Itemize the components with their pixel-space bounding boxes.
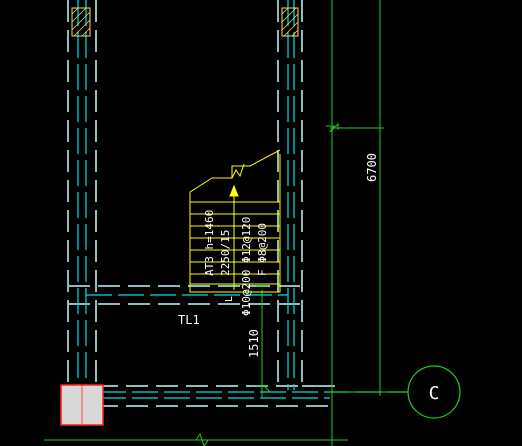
top-column-stubs [71, 7, 299, 37]
walls [67, 0, 335, 407]
stair-annotation-line2: 2250/15 [219, 230, 232, 276]
stair-direction-arrow-head [229, 184, 239, 197]
stair-break-top [231, 163, 245, 179]
stair-annotation-line1: AT3 h=1460 [203, 210, 216, 276]
stair[interactable] [189, 149, 281, 293]
grid-axis-label: C [429, 383, 440, 404]
grid-axis-circle [407, 365, 461, 419]
stair-outline [189, 149, 281, 293]
top-right-column-hatch [281, 7, 299, 37]
stair-annotation-line4: F Φ8@200 [256, 223, 269, 276]
beam-label[interactable]: TL1 [178, 313, 200, 327]
axis-lines [77, 0, 408, 399]
dimension-segment-text[interactable]: 1510 [247, 329, 261, 358]
stair-marker-letter: L [224, 296, 235, 302]
top-left-column-stub [71, 7, 91, 37]
bottom-break-symbol [195, 432, 209, 446]
dimension-total-text[interactable]: 6700 [365, 153, 379, 182]
dim-small-mark-a [263, 385, 271, 393]
top-left-column-hatch [71, 7, 91, 37]
dimension-lines [44, 0, 408, 446]
grid-axis-bubble[interactable]: C [407, 365, 461, 419]
dim-break-symbol [326, 122, 339, 133]
stair-annotation-line3: Φ10@200 Φ12@120 [240, 217, 253, 316]
stair-annotation: AT3 h=1460 [203, 210, 216, 276]
